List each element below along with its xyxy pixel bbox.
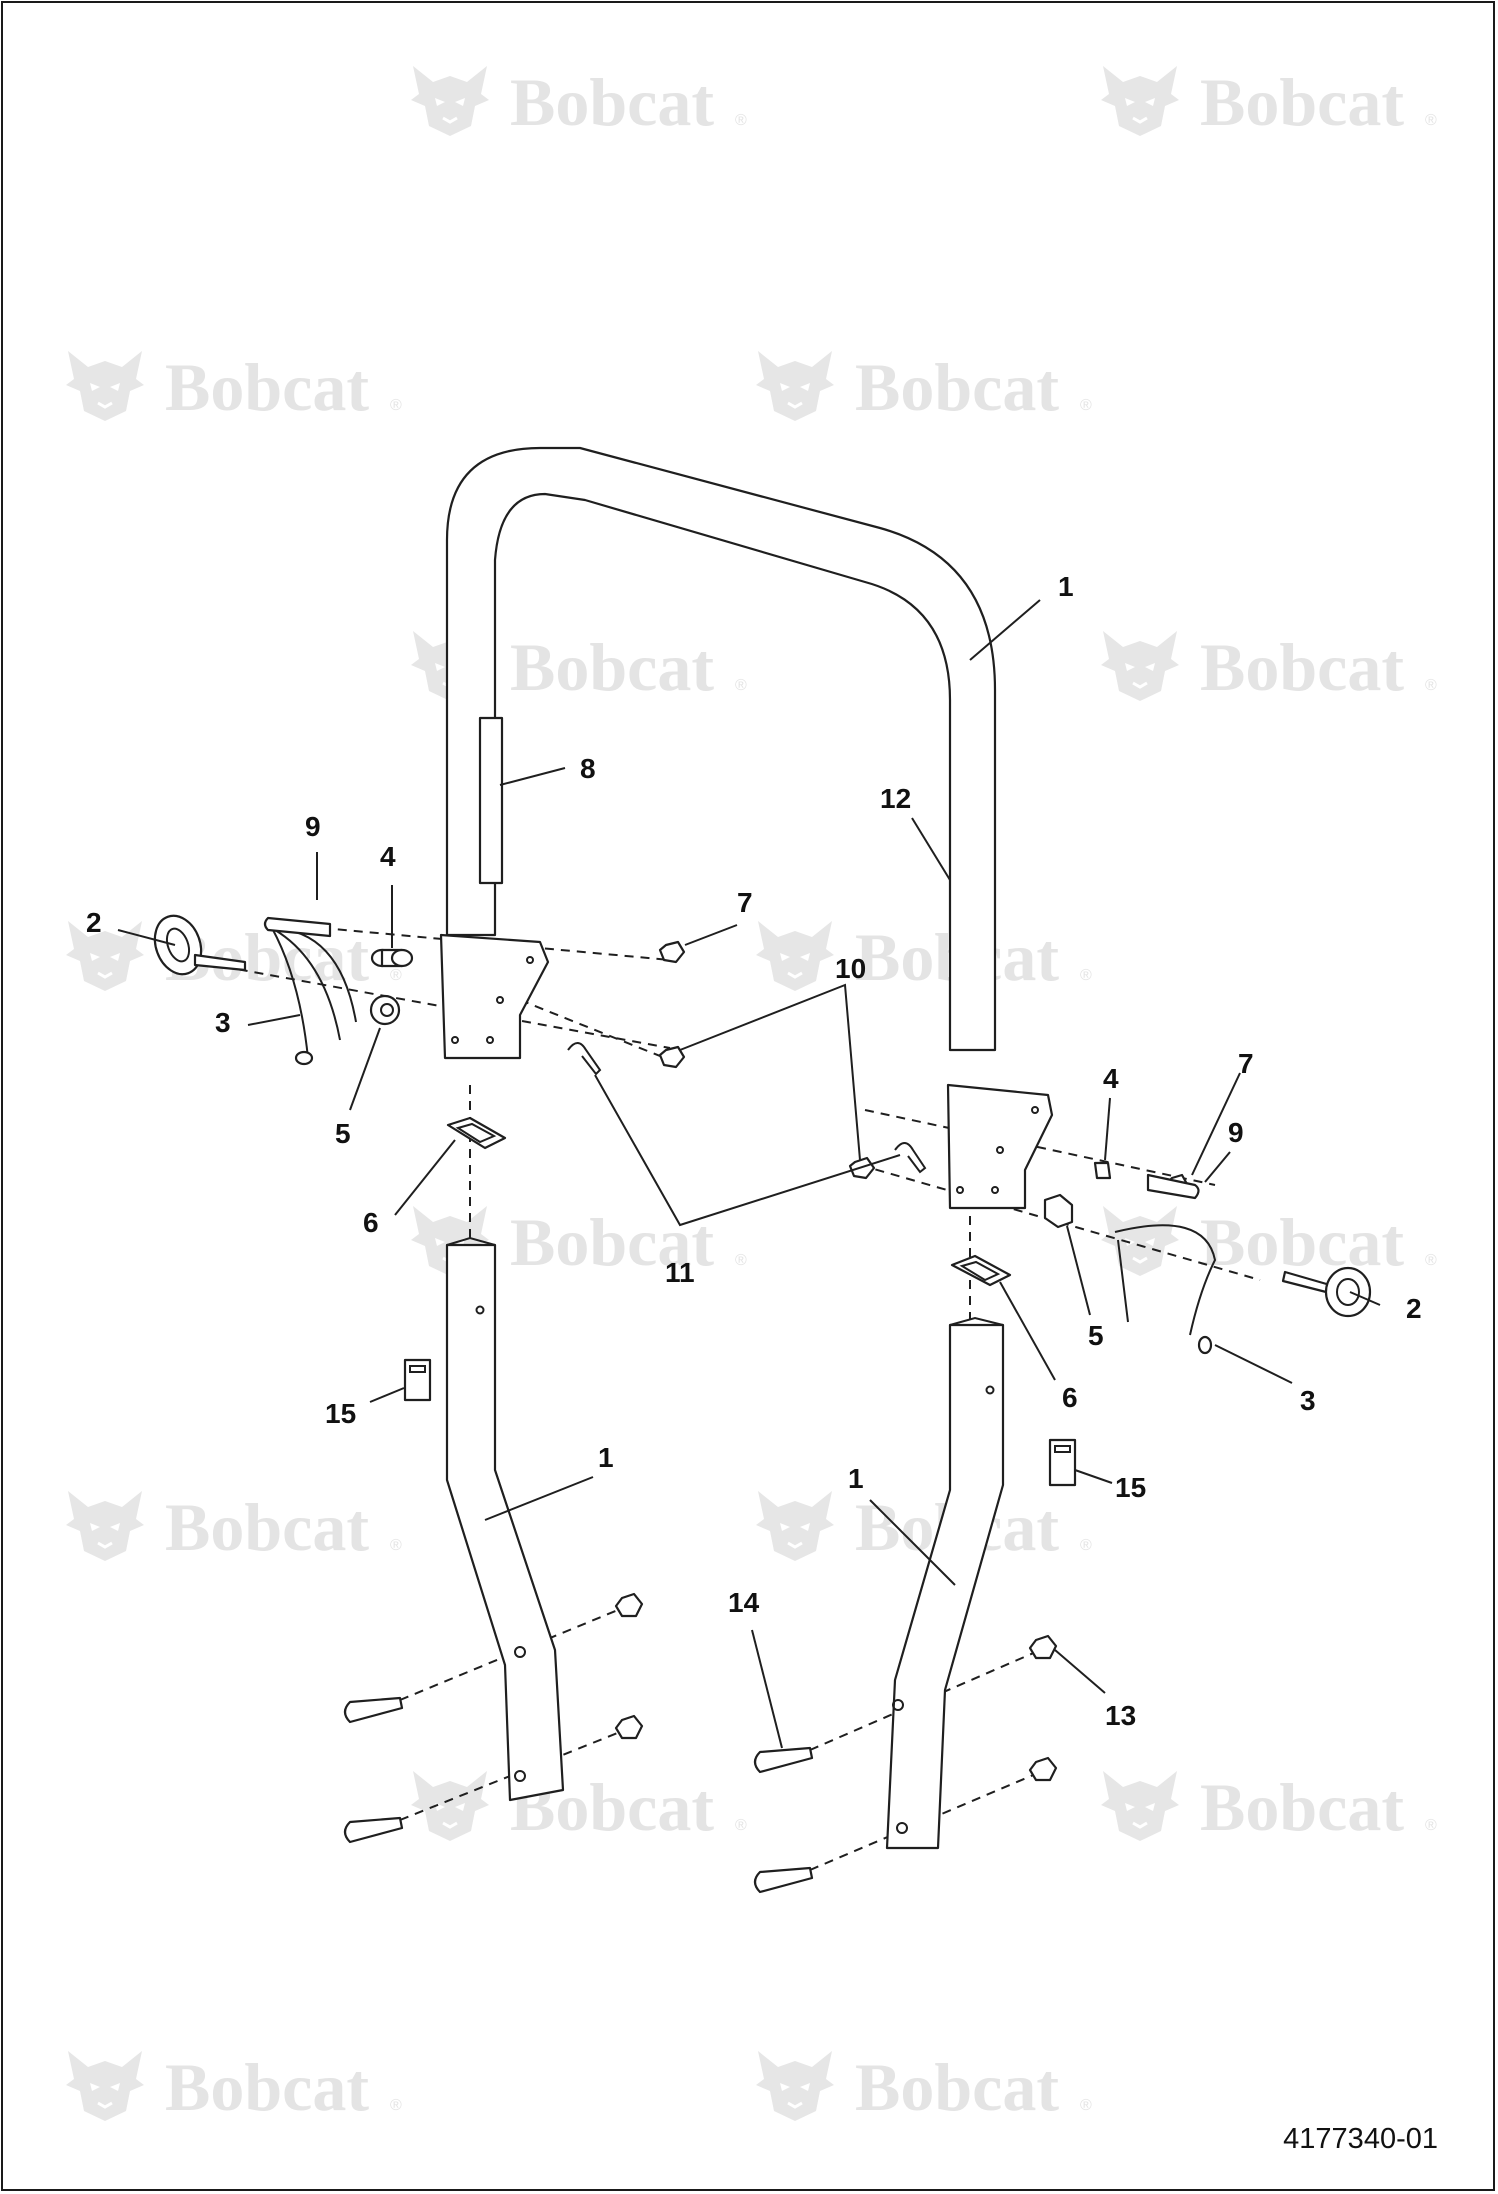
watermark-reg-mark: ® bbox=[390, 1537, 402, 1554]
callout-leaders bbox=[117, 599, 1381, 1749]
callout-6-right: 6 bbox=[1062, 1382, 1078, 1413]
bobcat-head-icon bbox=[1099, 1204, 1181, 1278]
bobcat-head-icon bbox=[409, 1769, 491, 1843]
watermark-reg-mark: ® bbox=[1080, 397, 1092, 414]
callout-12: 12 bbox=[880, 783, 911, 814]
callout-9-left: 9 bbox=[305, 811, 321, 842]
bobcat-head-icon bbox=[64, 1489, 146, 1563]
watermark-reg-mark: ® bbox=[390, 397, 402, 414]
watermark: Bobcat ® bbox=[754, 2049, 1092, 2125]
callout-7-right: 7 bbox=[1238, 1048, 1254, 1079]
watermark-brand: Bobcat bbox=[855, 349, 1059, 425]
watermark-reg-mark: ® bbox=[390, 2097, 402, 2114]
callout-6-left: 6 bbox=[363, 1207, 379, 1238]
bobcat-head-icon bbox=[1099, 1769, 1181, 1843]
bobcat-head-icon bbox=[754, 349, 836, 423]
watermark: Bobcat ® bbox=[1099, 629, 1437, 705]
watermark-brand: Bobcat bbox=[1200, 1204, 1404, 1280]
callout-1-top: 1 bbox=[1058, 571, 1074, 602]
watermark: Bobcat ® bbox=[64, 2049, 402, 2125]
watermark-brand: Bobcat bbox=[165, 1489, 369, 1565]
bobcat-head-icon bbox=[754, 919, 836, 993]
watermark-brand: Bobcat bbox=[1200, 629, 1404, 705]
callout-8: 8 bbox=[580, 753, 596, 784]
callout-9-right: 9 bbox=[1228, 1117, 1244, 1148]
callout-3-right: 3 bbox=[1300, 1385, 1316, 1416]
watermark-reg-mark: ® bbox=[1425, 1817, 1437, 1834]
watermark: Bobcat ® bbox=[1099, 1769, 1437, 1845]
watermark-brand: Bobcat bbox=[510, 64, 714, 140]
watermark-brand: Bobcat bbox=[165, 349, 369, 425]
bobcat-head-icon bbox=[754, 2049, 836, 2123]
watermark-brand: Bobcat bbox=[1200, 1769, 1404, 1845]
bobcat-watermarks: Bobcat ® Bobcat ® Bobcat ® Bobcat ® Bobcat ® Bobca… bbox=[64, 64, 1437, 2125]
watermark: Bobcat ® bbox=[409, 64, 747, 140]
callout-13: 13 bbox=[1105, 1700, 1136, 1731]
watermark-reg-mark: ® bbox=[1425, 112, 1437, 129]
watermark-reg-mark: ® bbox=[735, 1252, 747, 1269]
callout-2-left: 2 bbox=[86, 907, 102, 938]
watermark-reg-mark: ® bbox=[1080, 2097, 1092, 2114]
bobcat-head-icon bbox=[409, 64, 491, 138]
callout-4-left: 4 bbox=[380, 841, 396, 872]
watermark-brand: Bobcat bbox=[510, 1204, 714, 1280]
bolts-and-nuts bbox=[343, 1592, 1058, 1894]
bobcat-head-icon bbox=[754, 1489, 836, 1563]
callout-10: 10 bbox=[835, 953, 866, 984]
callout-1-left: 1 bbox=[598, 1442, 614, 1473]
watermark: Bobcat ® bbox=[754, 349, 1092, 425]
callout-15-right: 15 bbox=[1115, 1472, 1146, 1503]
watermark: Bobcat ® bbox=[409, 1204, 747, 1280]
watermark: Bobcat® bbox=[754, 919, 1092, 995]
watermark: Bobcat ® bbox=[1099, 1204, 1437, 1280]
upright-right-lower bbox=[885, 1316, 1005, 1850]
hardware-left bbox=[153, 914, 686, 1402]
watermark-reg-mark: ® bbox=[1080, 1537, 1092, 1554]
callout-1-right: 1 bbox=[848, 1463, 864, 1494]
watermark: Bobcat ® bbox=[409, 629, 747, 705]
watermark: Bobcat ® bbox=[1099, 64, 1437, 140]
watermark: Bobcat ® bbox=[64, 349, 402, 425]
callout-14: 14 bbox=[728, 1587, 760, 1618]
hardware-right bbox=[848, 1142, 1372, 1487]
watermark-brand: Bobcat bbox=[855, 2049, 1059, 2125]
roll-bar-upper bbox=[439, 446, 1054, 1210]
watermark-reg-mark: ® bbox=[1425, 1252, 1437, 1269]
watermark: Bobcat® bbox=[409, 1769, 747, 1845]
bobcat-head-icon bbox=[64, 2049, 146, 2123]
callout-5-left: 5 bbox=[335, 1118, 351, 1149]
watermark-reg-mark: ® bbox=[390, 967, 402, 984]
watermark-brand: Bobcat bbox=[1200, 64, 1404, 140]
callout-4-right: 4 bbox=[1103, 1063, 1119, 1094]
watermark-reg-mark: ® bbox=[735, 112, 747, 129]
callout-3-left: 3 bbox=[215, 1007, 231, 1038]
upright-left-lower bbox=[445, 1236, 565, 1802]
drawing-number: 4177340-01 bbox=[1283, 2123, 1438, 2155]
callout-11: 11 bbox=[665, 1257, 695, 1288]
watermark-reg-mark: ® bbox=[735, 677, 747, 694]
bobcat-head-icon bbox=[1099, 64, 1181, 138]
watermark-reg-mark: ® bbox=[1080, 967, 1092, 984]
callout-2-right: 2 bbox=[1406, 1293, 1422, 1324]
bobcat-head-icon bbox=[64, 919, 146, 993]
watermark-brand: Bobcat bbox=[510, 629, 714, 705]
callout-5-right: 5 bbox=[1088, 1320, 1104, 1351]
callout-15-left: 15 bbox=[325, 1398, 356, 1429]
watermark: Bobcat ® bbox=[64, 1489, 402, 1565]
callout-labels: 1 8 12 9 4 2 3 5 6 7 10 11 4 7 9 2 3 5 6… bbox=[86, 571, 1422, 1731]
bobcat-head-icon bbox=[64, 349, 146, 423]
watermark-reg-mark: ® bbox=[1425, 677, 1437, 694]
callout-7-left: 7 bbox=[737, 887, 753, 918]
watermark-brand: Bobcat bbox=[165, 2049, 369, 2125]
bobcat-head-icon bbox=[1099, 629, 1181, 703]
watermark-reg-mark: ® bbox=[735, 1817, 747, 1834]
watermark: Bobcat® bbox=[64, 919, 402, 995]
